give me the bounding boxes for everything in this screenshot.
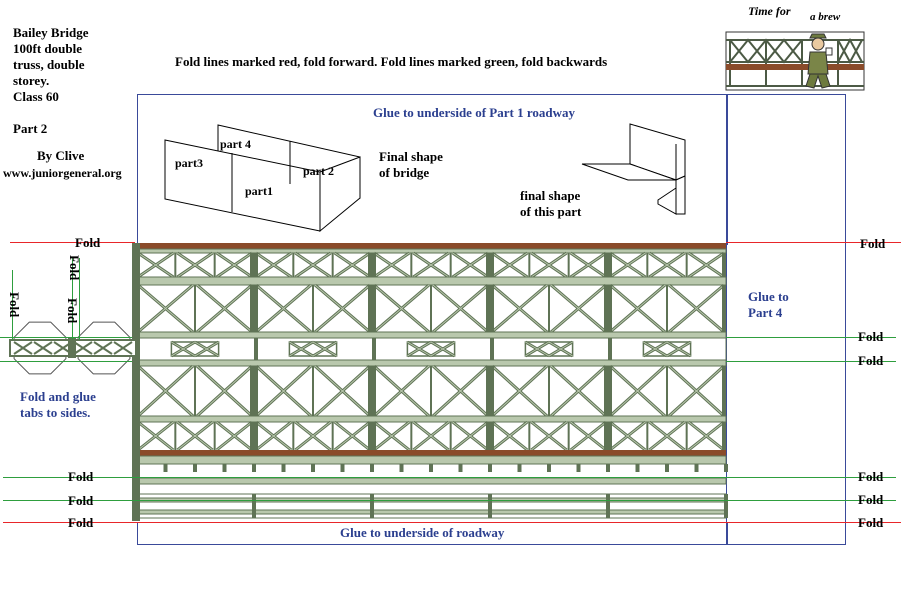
author: By Clive [37,148,85,163]
fold-label-vertical-mid1: Fold [67,255,82,281]
title-line-5: Class 60 [13,89,59,104]
fold-label-bottom-left: Fold [68,515,94,530]
iso-label-part4: part 4 [220,137,251,151]
iso-label-part1: part1 [245,184,273,198]
fold-instructions: Fold lines marked red, fold forward. Fol… [175,54,608,69]
fold-label-vertical-mid2: Fold [65,298,80,324]
title-line-2: 100ft double [13,41,82,56]
fold-line-mid2-left [0,361,132,362]
fold-line-mid1-left [0,337,132,338]
tabs-label-2: tabs to sides. [20,405,91,420]
fold-label-vertical-left: Fold [7,292,22,318]
fold-label-low2-left: Fold [68,493,94,508]
fold-label-mid1-right: Fold [858,329,884,344]
fold-line-tab-mid [72,258,73,340]
right-glue-panel [726,94,846,545]
fold-line-mid1-right [726,337,896,338]
fold-line-low2 [3,500,896,501]
fold-label-low1-right: Fold [858,469,884,484]
website: www.juniorgeneral.org [3,166,122,180]
fold-label-low2-right: Fold [858,492,884,507]
tabs-label-1: Fold and glue [20,389,96,404]
right-glue-label-2: Part 4 [748,305,783,320]
top-glue-label: Glue to underside of Part 1 roadway [373,105,575,120]
fold-line-bottom [3,522,901,523]
title-line-4: storey. [13,73,50,88]
fold-label-bottom-right: Fold [858,515,884,530]
final-part-label-1: final shape [520,188,581,203]
fold-line-top-left [10,242,135,243]
final-bridge-label-1: Final shape [379,149,443,164]
part-number: Part 2 [13,121,48,136]
cartoon-caption-b: a brew [810,11,841,23]
fold-label-low1-left: Fold [68,469,94,484]
final-bridge-diagram: part 4 part3 part 2 part1 [164,124,361,233]
bottom-glue-label: Glue to underside of roadway [340,525,505,540]
fold-label-mid2-right: Fold [858,353,884,368]
title-line-3: truss, double [13,57,85,72]
cartoon-soldier-image: Time for a brew [722,0,872,95]
title-line-1: Bailey Bridge [13,25,89,40]
side-glue-tabs [9,321,137,375]
fold-line-top-right [726,242,901,243]
bridge-truss-panel [132,243,728,521]
fold-line-low1 [3,477,896,478]
fold-line-mid2-right [726,361,896,362]
iso-label-part3: part3 [175,156,203,170]
cartoon-drawing [725,31,865,91]
fold-line-tab-right [79,258,80,340]
final-part-label-2: of this part [520,204,582,219]
cartoon-caption-a: Time for [748,4,791,18]
final-bridge-label-2: of bridge [379,165,430,180]
fold-label-top-right: Fold [860,236,886,251]
fold-label-top-left: Fold [75,235,101,250]
right-glue-label-1: Glue to [748,289,789,304]
final-part-diagram [581,123,686,215]
fold-line-tab-left [12,270,13,340]
iso-label-part2: part 2 [303,164,334,178]
